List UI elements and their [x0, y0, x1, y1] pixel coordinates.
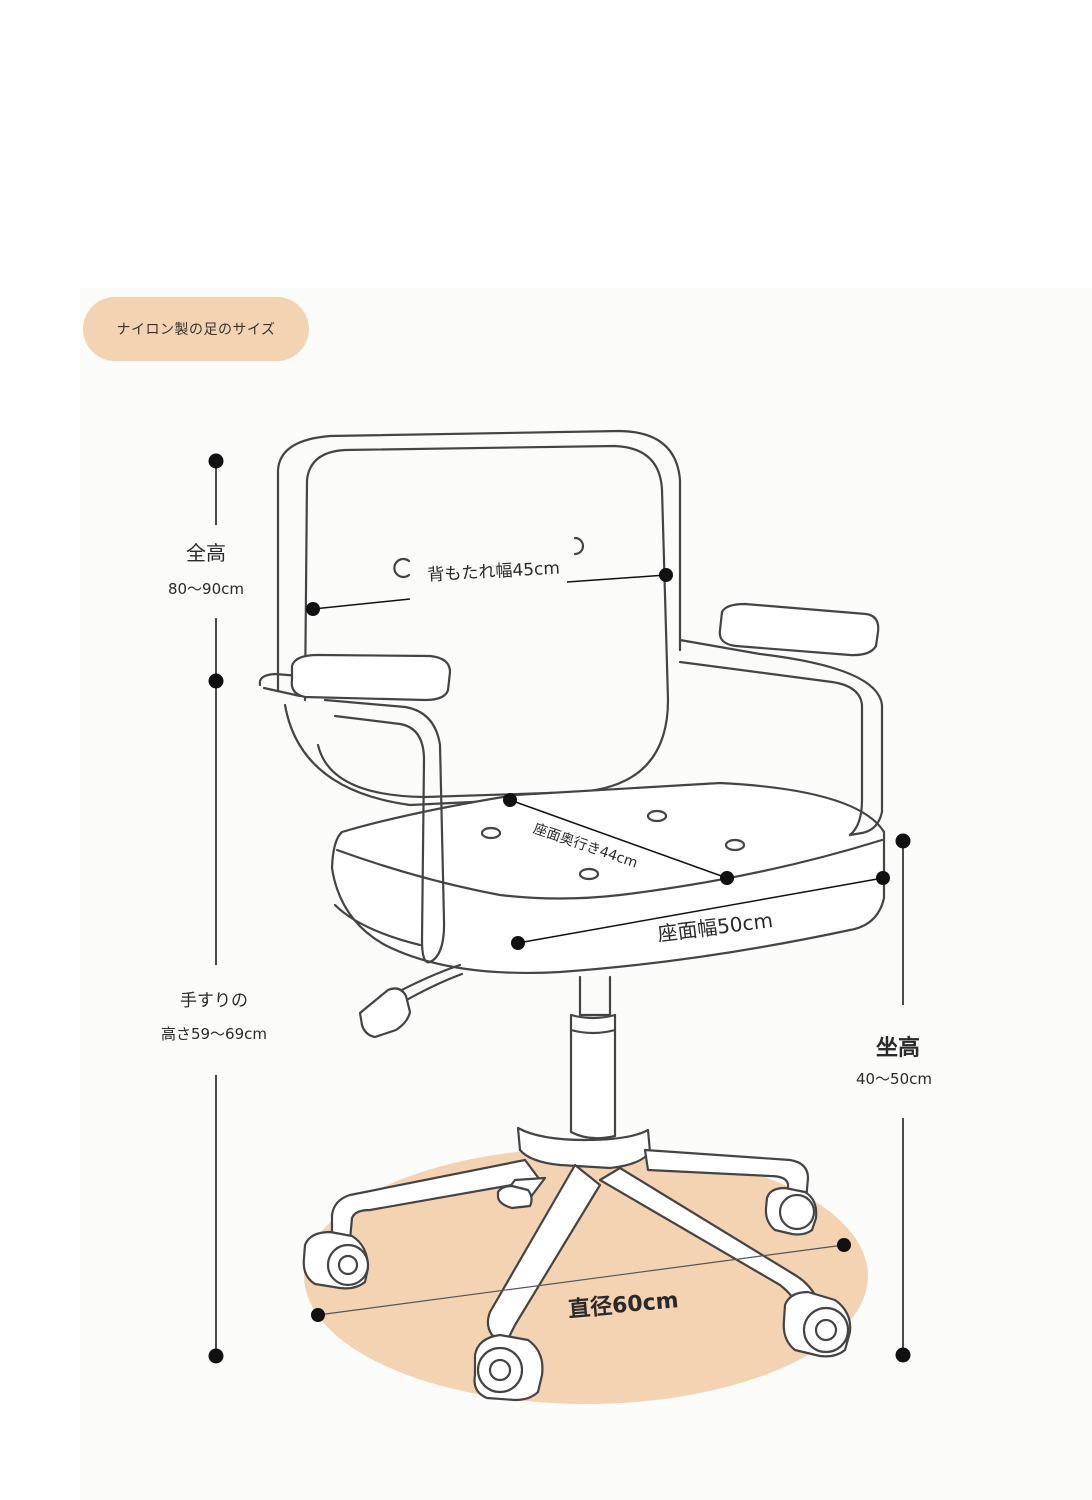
- badge-label: ナイロン製の足のサイズ: [116, 322, 276, 338]
- seat-depth-dimension: [503, 793, 734, 885]
- seat-width-dimension: [511, 871, 890, 950]
- base-diameter-dimension: [311, 1238, 851, 1322]
- total-height-title: 全高: [186, 541, 226, 565]
- backrest-width-label: 背もたれ幅45cm: [427, 559, 560, 586]
- backrest-width-dimension: [306, 568, 673, 616]
- nylon-base-size-badge: ナイロン製の足のサイズ: [83, 297, 309, 361]
- chair-illustration: [258, 429, 886, 1402]
- caster-back-left: [302, 1230, 370, 1290]
- armrest-height-title: 手すりの: [180, 991, 248, 1011]
- base-shadow: [304, 1148, 868, 1404]
- seat-height-value: 40〜50cm: [856, 1070, 932, 1088]
- seat-height-title: 坐高: [876, 1035, 920, 1061]
- total-height-dimension: [208, 453, 224, 1364]
- seat-height-dimension: [895, 833, 911, 1363]
- caster-back-right: [764, 1186, 818, 1236]
- caster-front-right: [782, 1290, 852, 1358]
- caster-back-center: [496, 1184, 533, 1210]
- armrest-height-value: 高さ59〜69cm: [161, 1025, 267, 1043]
- caster-front-left: [473, 1333, 544, 1402]
- total-height-value: 80〜90cm: [168, 580, 244, 598]
